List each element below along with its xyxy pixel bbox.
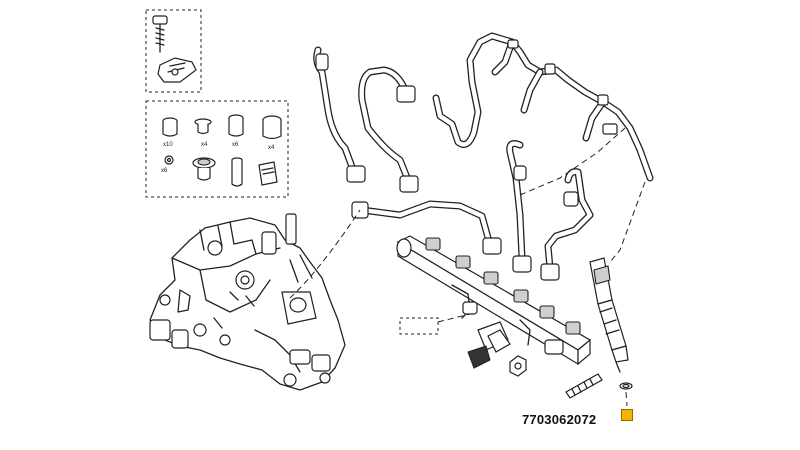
stud-bolt (565, 373, 603, 399)
fuel-rail (396, 235, 592, 366)
qty-large-sleeve: x4 (268, 145, 275, 151)
top-hat-seal (194, 118, 212, 135)
seal-kit: x10 x4 x6 x4 x6 (145, 100, 289, 198)
part-number-label: 7703062072 (522, 412, 597, 427)
high-pressure-pipes (313, 32, 654, 281)
nut (509, 355, 527, 377)
instruction-booklet (258, 161, 278, 186)
large-sleeve (262, 115, 282, 140)
injector (589, 257, 633, 390)
clamp-bolt-detail (145, 9, 202, 93)
sleeve-part (162, 117, 178, 137)
qty-cylinder: x6 (232, 142, 239, 148)
cylinder-seal (228, 114, 244, 137)
qty-washer: x6 (161, 168, 168, 174)
long-sleeve (231, 157, 243, 187)
qty-top-hat: x4 (201, 142, 208, 148)
flange-seal (192, 157, 216, 181)
qty-sleeve: x10 (163, 142, 173, 148)
injection-pump (149, 213, 346, 391)
leader-lines (289, 127, 646, 407)
placeholder-box (399, 317, 439, 335)
callout-marker[interactable] (621, 409, 633, 421)
pressure-sensor (467, 321, 511, 369)
small-washer (164, 155, 174, 165)
